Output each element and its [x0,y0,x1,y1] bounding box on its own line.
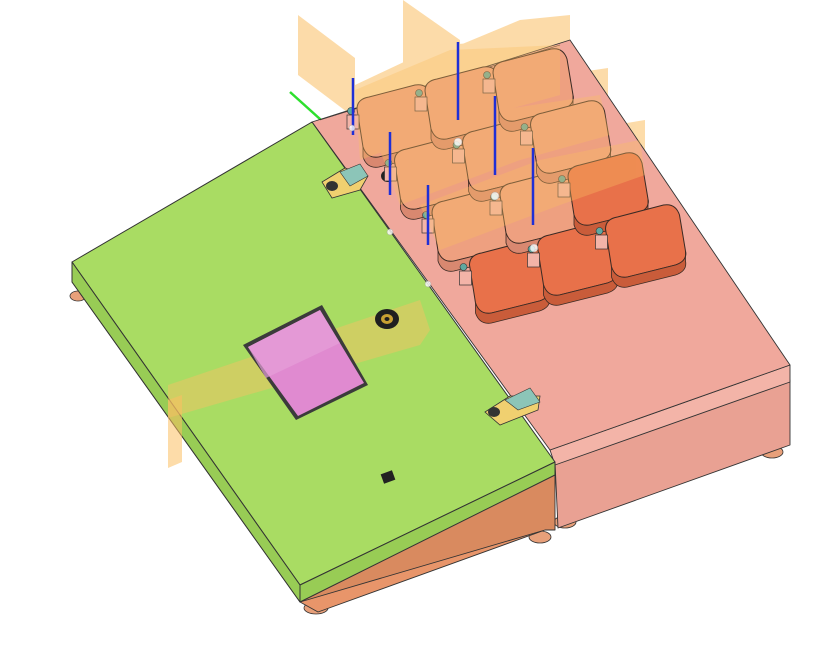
hinge-bottom[interactable] [484,387,541,426]
display-window [243,305,368,420]
keycap[interactable] [482,48,574,132]
keycap[interactable] [595,204,687,288]
construction-plane-edge [168,395,182,468]
keycap[interactable] [557,152,649,236]
encoder-hole [375,309,399,329]
usb-port [380,470,396,484]
keycap[interactable] [520,100,612,184]
key-grid [346,48,687,324]
construction-points [348,124,539,288]
